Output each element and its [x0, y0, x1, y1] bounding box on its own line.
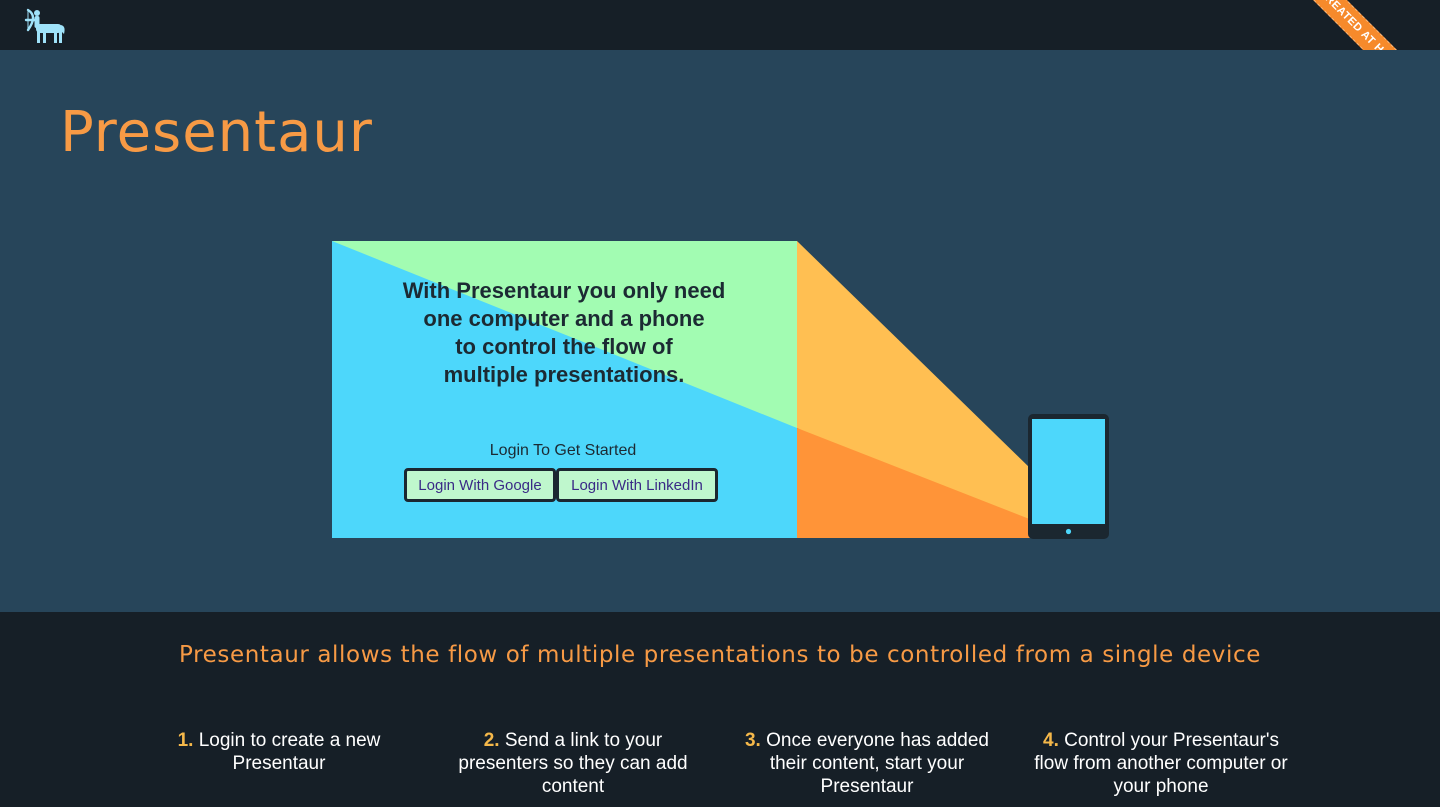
screen-green-panel	[332, 241, 797, 428]
phone-icon	[1028, 414, 1109, 539]
step-text: Once everyone has added their content, s…	[766, 730, 990, 797]
tagline: Presentaur allows the flow of multiple p…	[179, 642, 1261, 668]
top-bar: CREATED AT HACK REACTOR	[0, 0, 1440, 139]
login-linkedin-button[interactable]: Login With LinkedIn	[556, 468, 718, 502]
screen-text-line: one computer and a phone	[423, 306, 705, 331]
step-3: 3. Once everyone has added their content…	[737, 729, 997, 798]
screen-text-line: to control the flow of	[455, 334, 673, 359]
step-1: 1. Login to create a new Presentaur	[149, 729, 409, 775]
projector-illustration	[332, 241, 1109, 539]
beam-yellow	[797, 241, 1032, 538]
screen-text-line: multiple presentations.	[443, 362, 685, 387]
step-number: 4.	[1043, 730, 1059, 751]
step-text: Control your Presentaur's flow from anot…	[1034, 730, 1288, 797]
hero-section: Presentaur With Presentaur you only need…	[0, 50, 1440, 612]
step-number: 2.	[483, 730, 500, 751]
beam-orange	[797, 428, 1032, 538]
step-2: 2. Send a link to your presenters so the…	[443, 729, 703, 798]
screen-description: With Presentaur you only need one comput…	[364, 277, 764, 389]
screen-text-line: With Presentaur you only need	[402, 278, 726, 303]
login-label: Login To Get Started	[489, 442, 637, 459]
step-text: Send a link to your presenters so they c…	[458, 730, 688, 797]
login-google-button[interactable]: Login With Google	[404, 468, 556, 502]
step-number: 1.	[177, 730, 194, 751]
features-section: Presentaur allows the flow of multiple p…	[0, 612, 1440, 807]
step-text: Login to create a new Presentaur	[198, 730, 381, 774]
step-number: 3.	[744, 730, 761, 751]
page-title: Presentaur	[60, 100, 373, 165]
centaur-archer-icon[interactable]	[22, 6, 66, 46]
step-4: 4. Control your Presentaur's flow from a…	[1031, 729, 1291, 798]
